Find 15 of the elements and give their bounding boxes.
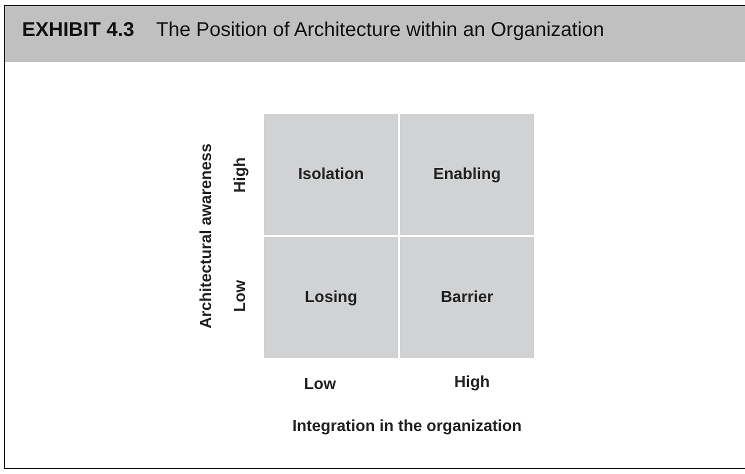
quadrant-cell bbox=[264, 114, 398, 235]
quadrant-label: Losing bbox=[304, 288, 358, 306]
quadrant-cell bbox=[400, 114, 534, 235]
tick-label: High bbox=[232, 157, 250, 193]
axis-title: Architectural awareness bbox=[198, 144, 216, 328]
tick-label: Low bbox=[304, 376, 336, 394]
quadrant-label: Enabling bbox=[433, 166, 501, 184]
tick-label: Low bbox=[232, 280, 250, 312]
quadrant-label: Barrier bbox=[440, 288, 494, 306]
tick-label: High bbox=[454, 374, 490, 392]
exhibit-title: EXHIBIT 4.3 The Position of Architecture within an Organization bbox=[22, 19, 604, 42]
quadrant-label: Isolation bbox=[298, 166, 364, 184]
quadrant-cell bbox=[264, 237, 398, 358]
quadrant-cell bbox=[400, 237, 534, 358]
axis-title: Integration in the organization bbox=[292, 418, 522, 436]
